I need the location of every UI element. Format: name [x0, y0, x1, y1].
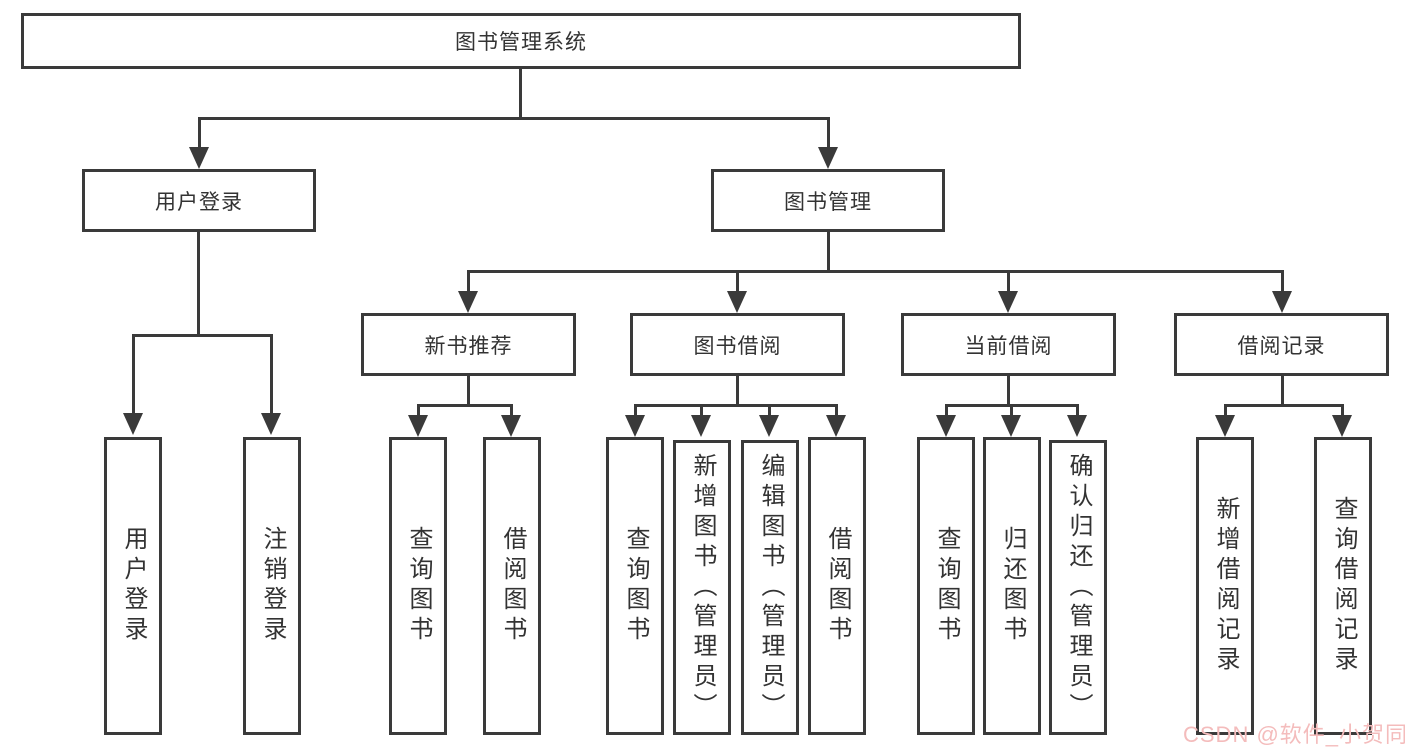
arrow-down-icon	[936, 415, 956, 437]
connector-drop	[1224, 404, 1227, 417]
leaf-edit-books-admin-label: 编辑图书（管理员）	[757, 452, 784, 723]
leaf-borrow-books-newbook: 借阅图书	[483, 437, 541, 735]
node-book-borrow: 图书借阅	[630, 313, 845, 376]
leaf-user-login-label: 用户登录	[120, 526, 147, 646]
node-new-book-recommend-label: 新书推荐	[424, 334, 513, 358]
connector-drop-leaf-logout	[270, 334, 273, 415]
leaf-confirm-return-admin: 确认归还（管理员）	[1049, 440, 1107, 735]
leaf-edit-books-admin: 编辑图书（管理员）	[741, 440, 799, 735]
node-book-management-label: 图书管理	[784, 190, 872, 214]
connector-userlogin-stem	[197, 232, 200, 337]
connector-bookborrow-rail	[634, 404, 838, 407]
connector-newbook-rail	[417, 404, 513, 407]
csdn-watermark: CSDN @软件_小贺同学	[1183, 722, 1405, 747]
leaf-logout-login-label: 注销登录	[259, 526, 286, 646]
arrow-down-icon	[501, 415, 521, 437]
arrow-down-icon	[458, 291, 478, 313]
node-user-login: 用户登录	[82, 169, 316, 232]
connector-drop	[1076, 404, 1079, 417]
node-borrow-record-label: 借阅记录	[1237, 334, 1326, 358]
node-book-management: 图书管理	[711, 169, 945, 232]
connector-drop-current-borrow	[1007, 270, 1010, 293]
node-borrow-record: 借阅记录	[1174, 313, 1389, 376]
node-current-borrow-label: 当前借阅	[964, 334, 1053, 358]
leaf-return-books-label: 归还图书	[999, 526, 1026, 646]
arrow-down-icon	[759, 415, 779, 437]
arrow-down-icon	[691, 415, 711, 437]
leaf-query-books-current-label: 查询图书	[933, 526, 960, 646]
leaf-user-login: 用户登录	[104, 437, 162, 735]
leaf-query-books-borrow-label: 查询图书	[622, 526, 649, 646]
leaf-query-borrow-record-label: 查询借阅记录	[1330, 496, 1357, 676]
arrow-down-icon	[826, 415, 846, 437]
connector-drop-user-login	[198, 117, 201, 149]
connector-root-rail	[198, 117, 830, 120]
connector-drop-new-book	[467, 270, 470, 293]
node-root-label: 图书管理系统	[455, 31, 587, 54]
arrow-down-icon	[818, 147, 838, 169]
connector-drop	[768, 404, 771, 417]
leaf-add-borrow-record: 新增借阅记录	[1196, 437, 1254, 735]
arrow-down-icon	[189, 147, 209, 169]
leaf-borrow-books-borrow-label: 借阅图书	[824, 526, 851, 646]
node-book-borrow-label: 图书借阅	[693, 334, 782, 358]
leaf-query-books-borrow: 查询图书	[606, 437, 664, 735]
arrow-down-icon	[998, 291, 1018, 313]
connector-drop	[1010, 404, 1013, 417]
arrow-down-icon	[1215, 415, 1235, 437]
arrow-down-icon	[1272, 291, 1292, 313]
arrow-down-icon	[261, 413, 281, 435]
connector-drop	[417, 404, 420, 417]
connector-bookmgmt-stem	[827, 232, 830, 272]
arrow-down-icon	[625, 415, 645, 437]
leaf-query-borrow-record: 查询借阅记录	[1314, 437, 1372, 735]
leaf-add-books-admin: 新增图书（管理员）	[673, 440, 731, 735]
connector-root-stem	[519, 69, 522, 119]
connector-userlogin-rail	[132, 334, 273, 337]
leaf-borrow-books-borrow: 借阅图书	[808, 437, 866, 735]
connector-borrowrecord-stem	[1281, 376, 1284, 406]
arrow-down-icon	[408, 415, 428, 437]
leaf-borrow-books-newbook-label: 借阅图书	[499, 526, 526, 646]
leaf-query-books-newbook-label: 查询图书	[405, 526, 432, 646]
connector-drop	[835, 404, 838, 417]
connector-bookmgmt-rail	[467, 270, 1284, 273]
leaf-query-books-newbook: 查询图书	[389, 437, 447, 735]
node-root: 图书管理系统	[21, 13, 1021, 69]
leaf-add-borrow-record-label: 新增借阅记录	[1212, 496, 1239, 676]
leaf-confirm-return-admin-label: 确认归还（管理员）	[1065, 452, 1092, 723]
leaf-logout-login: 注销登录	[243, 437, 301, 735]
connector-drop	[700, 404, 703, 417]
connector-drop-book-mgmt	[827, 117, 830, 149]
arrow-down-icon	[1067, 415, 1087, 437]
connector-drop	[634, 404, 637, 417]
leaf-add-books-admin-label: 新增图书（管理员）	[689, 452, 716, 723]
connector-drop	[510, 404, 513, 417]
connector-bookborrow-stem	[736, 376, 739, 406]
connector-borrowrecord-rail	[1224, 404, 1344, 407]
connector-newbook-stem	[467, 376, 470, 406]
connector-drop-borrow-record	[1281, 270, 1284, 293]
node-current-borrow: 当前借阅	[901, 313, 1116, 376]
leaf-return-books: 归还图书	[983, 437, 1041, 735]
node-new-book-recommend: 新书推荐	[361, 313, 576, 376]
connector-drop-book-borrow	[736, 270, 739, 293]
arrow-down-icon	[1332, 415, 1352, 437]
arrow-down-icon	[727, 291, 747, 313]
leaf-query-books-current: 查询图书	[917, 437, 975, 735]
connector-drop-leaf-user-login	[132, 334, 135, 415]
node-user-login-label: 用户登录	[155, 190, 243, 214]
connector-currentborrow-stem	[1007, 376, 1010, 406]
connector-drop	[945, 404, 948, 417]
connector-drop	[1341, 404, 1344, 417]
arrow-down-icon	[1001, 415, 1021, 437]
arrow-down-icon	[123, 413, 143, 435]
